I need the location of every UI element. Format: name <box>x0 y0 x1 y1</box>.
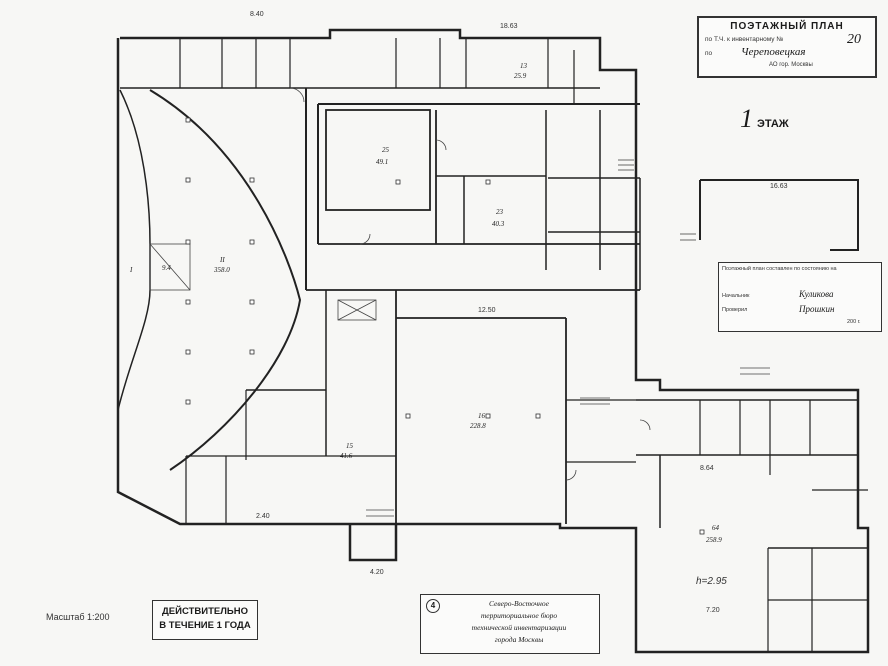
room-area: 40.3 <box>492 220 505 228</box>
compiled-row: Начальник <box>722 293 750 299</box>
dim-right-wing: 16.63 <box>770 183 788 190</box>
room-number: 64 <box>712 524 720 532</box>
room-number: I <box>129 266 133 274</box>
floor-word: ЭТАЖ <box>757 118 789 130</box>
room-area: 9.4 <box>162 264 171 272</box>
dim-height: h=2.95 <box>696 576 727 587</box>
dim-hall-h: 12.50 <box>478 307 496 314</box>
validity-line: ДЕЙСТВИТЕЛЬНО <box>162 606 248 617</box>
columns <box>185 117 705 535</box>
title-stamp: ПОЭТАЖНЫЙ ПЛАН по Т.Ч. к инвентарному № … <box>697 16 877 78</box>
room-labels: II 358.0 I 9.4 16 228.8 25 49.1 23 40.3 … <box>129 62 722 544</box>
dim-top-overall: 18.63 <box>500 23 518 30</box>
compiled-year: 200 г. <box>847 319 861 325</box>
room-area: 228.8 <box>470 422 486 430</box>
room-number: 23 <box>496 208 504 216</box>
room-area: 41.6 <box>340 452 353 460</box>
room-number: 25 <box>382 146 390 154</box>
outer-walls <box>116 28 870 654</box>
scale-label: Масштаб 1:200 <box>46 612 110 622</box>
signature: Прошкин <box>799 304 835 314</box>
stairs <box>337 159 770 517</box>
bureau-line: территориальное бюро <box>480 611 558 620</box>
dim-lower-right: 8.64 <box>700 465 714 472</box>
stamp-row: по Т.Ч. к инвентарному № <box>705 36 784 43</box>
room-number: 13 <box>520 62 528 70</box>
bureau-number: 4 <box>426 599 440 613</box>
signature: Куликова <box>799 289 834 299</box>
bureau-line: города Москвы <box>494 635 544 644</box>
floor-label: 1 ЭТАЖ <box>740 104 789 134</box>
room-number: 16 <box>478 412 486 420</box>
compiled-row: Проверил <box>722 307 748 313</box>
validity-line: В ТЕЧЕНИЕ 1 ГОДА <box>159 620 251 631</box>
room-number: II <box>219 256 225 264</box>
validity-stamp: ДЕЙСТВИТЕЛЬНО В ТЕЧЕНИЕ 1 ГОДА <box>152 600 258 640</box>
inventory-number: 20 <box>847 32 861 47</box>
floor-number: 1 <box>740 104 753 133</box>
dim-bottom-a: 4.20 <box>370 569 384 576</box>
room-area: 25.9 <box>514 72 527 80</box>
stamp-title: ПОЭТАЖНЫЙ ПЛАН <box>730 21 844 32</box>
bureau-stamp: 4 Северо-Восточное территориальное бюро … <box>420 594 600 654</box>
bureau-line: технической инвентаризации <box>471 623 567 632</box>
dimensions: 18.63 8.40 16.63 12.50 8.64 4.20 2.40 7.… <box>250 11 788 614</box>
stamp-handwriting: Череповецкая <box>741 46 806 58</box>
dim-right-b: 7.20 <box>706 607 720 614</box>
dim-top-left: 8.40 <box>250 11 264 18</box>
doors <box>289 87 651 481</box>
compiled-stamp: Поэтажный план составлен по состоянию на… <box>718 262 882 332</box>
bureau-line: Северо-Восточное <box>489 599 549 608</box>
atrium-curves <box>117 89 302 471</box>
stamp-row: по <box>705 50 713 57</box>
compiled-heading: Поэтажный план составлен по состоянию на <box>722 266 837 272</box>
stamp-sub: АО гор. Москвы <box>769 62 813 68</box>
room-number: 15 <box>346 442 354 450</box>
room-area: 358.0 <box>213 266 230 274</box>
dim-bottom-b: 2.40 <box>256 513 270 520</box>
room-area: 258.9 <box>706 536 722 544</box>
room-area: 49.1 <box>376 158 388 166</box>
